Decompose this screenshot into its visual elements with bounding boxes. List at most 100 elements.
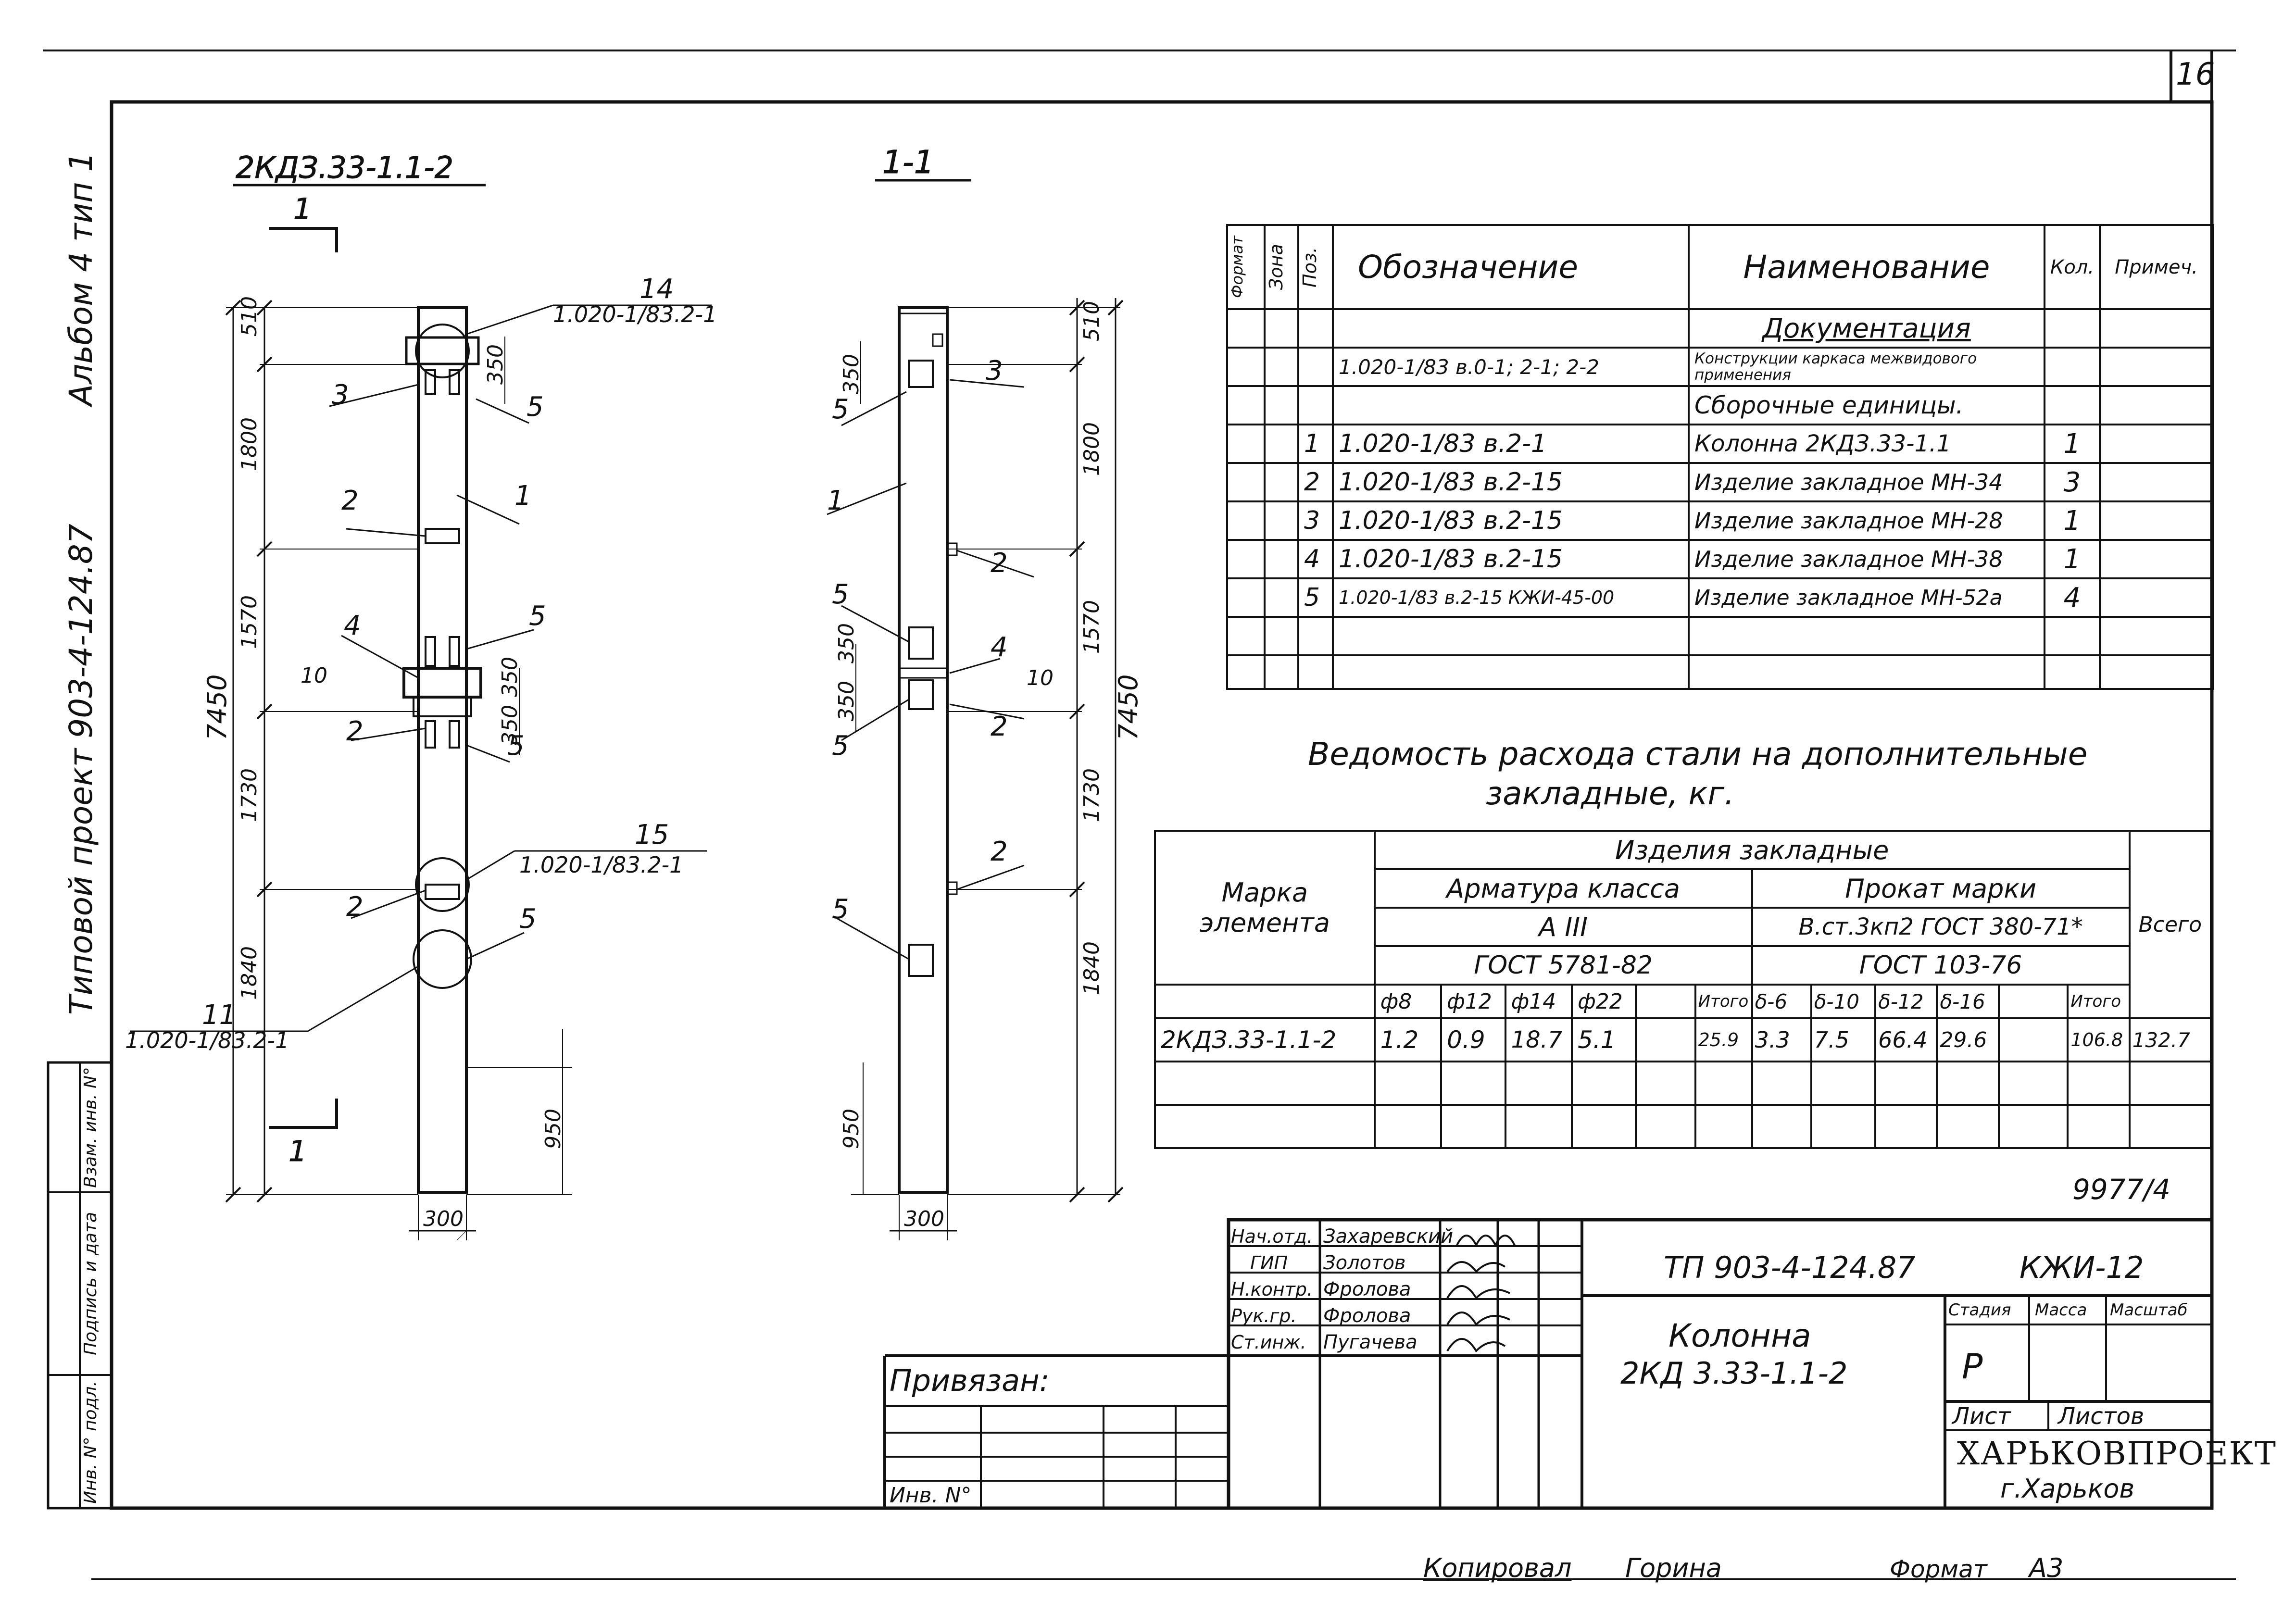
- dim-left-1730: 1730: [237, 768, 262, 822]
- steel-h-steel: В.ст.3кп2 ГОСТ 380-71*: [1751, 907, 2131, 947]
- spec-row: 4 1.020-1/83 в.2-15 Изделие закладное МН…: [1226, 539, 2214, 579]
- doc-code: КЖИ-12: [2020, 1250, 2144, 1285]
- format-value: А3: [2029, 1553, 2064, 1583]
- steel-row-total: 132.7: [2128, 1017, 2212, 1062]
- pos-4-right: 4: [991, 632, 1008, 663]
- spec-row: 5 1.020-1/83 в.2-15 КЖИ-45-00 Изделие за…: [1226, 577, 2214, 618]
- dim-right-1800: 1800: [1079, 422, 1104, 476]
- dim-right-350b: 350: [834, 623, 859, 663]
- steel-col-headers: ф8 ф12 ф14 ф22 Итого δ-6 δ-10 δ-12 δ-16 …: [1154, 984, 2211, 1019]
- cut-mark-bottom: 1: [289, 1135, 307, 1168]
- steel-h-mark: Марка элемента: [1154, 830, 1376, 986]
- spec-h-designation: Обозначение: [1332, 224, 1690, 310]
- callout-14-ref: 1.020-1/83.2-1: [553, 301, 717, 327]
- steel-row-mark: 2КДЗ.33-1.1-2: [1154, 1017, 1376, 1062]
- pos-5-left-b: 5: [529, 600, 546, 632]
- steel-title-1: Ведомость расхода стали на дополнительны…: [1308, 736, 2088, 773]
- callout-11-ref: 1.020-1/83.2-1: [125, 1027, 289, 1053]
- mass-label: Масса: [2035, 1300, 2087, 1320]
- spec-h-name: Наименование: [1688, 224, 2045, 310]
- steel-h-armature: Арматура класса: [1373, 868, 1753, 909]
- steel-title-2: закладные, кг.: [1486, 775, 1735, 812]
- doc-number: ТП 903-4-124.87: [1664, 1250, 1916, 1285]
- title-names: Захаревский Золотов Фролова Фролова Пуга…: [1323, 1224, 1453, 1356]
- pos-5-right-c: 5: [832, 730, 849, 762]
- callout-10-right: 10: [1027, 666, 1054, 690]
- dim-right-1730: 1730: [1079, 768, 1104, 822]
- spec-h-note: Примеч.: [2099, 224, 2214, 310]
- pos-2-right-a: 2: [991, 548, 1008, 579]
- dim-right-350c: 350: [834, 681, 859, 721]
- stage-value: Р: [1962, 1346, 1983, 1387]
- dim-right-950: 950: [839, 1109, 864, 1149]
- dim-left-950: 950: [541, 1109, 565, 1149]
- callout-10-left: 10: [301, 663, 327, 688]
- sheet-number: 16: [2176, 57, 2215, 92]
- spec-h-qty: Кол.: [2044, 224, 2101, 310]
- spec-row: 3 1.020-1/83 в.2-15 Изделие закладное МН…: [1226, 500, 2214, 541]
- pos-4-left: 4: [344, 610, 361, 641]
- stage-label: Стадия: [1948, 1300, 2011, 1320]
- org-name: ХАРЬКОВПРОЕКТ: [1957, 1435, 2277, 1472]
- steel-table: Марка элемента Изделия закладные Всего А…: [1154, 830, 2212, 1149]
- steel-h-total: Всего: [2128, 830, 2212, 1019]
- scale-label: Масштаб: [2110, 1300, 2188, 1320]
- pos-5-right-a: 5: [832, 394, 849, 425]
- dim-right-1840: 1840: [1079, 941, 1104, 995]
- dim-left-1840: 1840: [237, 946, 262, 1000]
- dim-right-510: 510: [1079, 301, 1104, 341]
- pos-1-right: 1: [827, 485, 844, 516]
- pos-5-left-a: 5: [527, 391, 544, 423]
- pos-2-left-c: 2: [346, 891, 364, 923]
- name-4: Фролова: [1323, 1305, 1411, 1327]
- pos-3-left: 3: [332, 379, 349, 411]
- signature-1: [1456, 1235, 1516, 1248]
- signature-3: [1446, 1285, 1510, 1300]
- name-2: Золотов: [1323, 1252, 1406, 1274]
- name-3: Фролова: [1323, 1278, 1411, 1300]
- column-drawing: 2КДЗ.33-1.1-2 1 1: [125, 144, 1143, 1241]
- item-mark: 2КД 3.33-1.1-2: [1620, 1356, 1848, 1391]
- dim-left-7450: 7450: [202, 675, 232, 740]
- inv-label: Инв. N°: [890, 1483, 972, 1508]
- spec-row: Документация: [1226, 308, 2214, 349]
- pos-1-left: 1: [514, 480, 532, 512]
- spec-row: [1226, 616, 2214, 656]
- dim-left-350c: 350: [498, 705, 522, 745]
- steel-h-items: Изделия закладные: [1373, 830, 2131, 870]
- spec-header-row: Формат Зона Поз. Обозначение Наименовани…: [1226, 224, 2214, 310]
- pos-5-left-c: 5: [507, 730, 525, 762]
- cut-mark-top: 1: [293, 192, 312, 226]
- signature-5: [1446, 1338, 1506, 1353]
- dim-width-right: 300: [904, 1207, 944, 1231]
- pos-2-right-c: 2: [991, 836, 1008, 867]
- steel-h-class: А III: [1373, 907, 1753, 947]
- dim-width-left: 300: [423, 1207, 464, 1231]
- section-title: 1-1: [882, 144, 934, 181]
- callout-11: 11: [202, 999, 236, 1031]
- pos-5-right-b: 5: [832, 579, 849, 610]
- title-roles: Нач.отд. ГИП Н.контр. Рук.гр. Ст.инж.: [1231, 1224, 1313, 1356]
- dim-left-1570: 1570: [237, 595, 262, 649]
- spec-row: 2 1.020-1/83 в.2-15 Изделие закладное МН…: [1226, 462, 2214, 502]
- dim-left-510: 510: [237, 296, 262, 337]
- pos-2-left-a: 2: [341, 485, 359, 516]
- role-head-dept: Нач.отд.: [1231, 1226, 1313, 1247]
- role-senior-eng: Ст.инж.: [1231, 1332, 1306, 1353]
- steel-data-row: 2КДЗ.33-1.1-2 1.2 0.9 18.7 5.1 25.9 3.3 …: [1154, 1017, 2212, 1062]
- spec-row: Сборочные единицы.: [1226, 385, 2214, 425]
- name-5: Пугачева: [1323, 1331, 1417, 1353]
- pos-2-left-b: 2: [346, 716, 364, 747]
- role-group-lead: Рук.гр.: [1231, 1305, 1297, 1326]
- steel-h-rolled: Прокат марки: [1751, 868, 2131, 909]
- dim-left-350b: 350: [498, 657, 522, 697]
- org-city: г.Харьков: [2000, 1474, 2135, 1504]
- dim-right-7450: 7450: [1113, 675, 1143, 740]
- copied-label: Копировал: [1423, 1553, 1572, 1583]
- role-gip: ГИП: [1250, 1252, 1288, 1274]
- spec-row: 1 1.020-1/83 в.2-1 Колонна 2КДЗ.33-1.1 1: [1226, 424, 2214, 464]
- stamp-code: 9977/4: [2072, 1173, 2171, 1206]
- spec-table: Формат Зона Поз. Обозначение Наименовани…: [1226, 224, 2214, 690]
- sheet-label: Лист: [1952, 1403, 2011, 1430]
